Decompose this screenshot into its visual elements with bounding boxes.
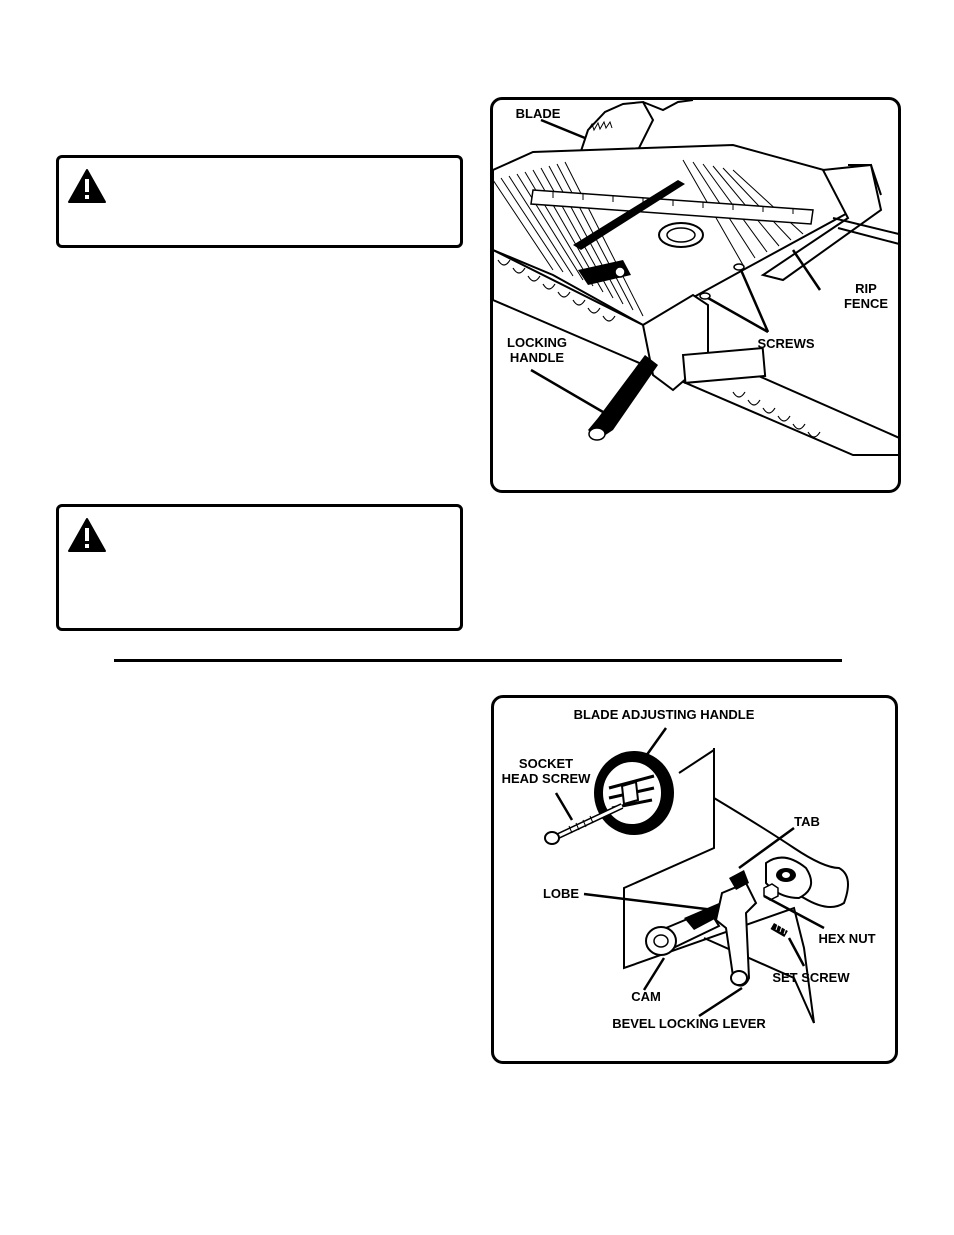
bevel-locking-assembly-illustration xyxy=(544,727,849,1024)
warning-triangle-icon xyxy=(68,169,106,203)
bevel-lock-figure: BLADE ADJUSTING HANDLE SOCKET HEAD SCREW… xyxy=(491,695,898,1064)
hex-nut-label: HEX NUT xyxy=(818,931,876,946)
set-screw-label: SET SCREW xyxy=(772,970,850,985)
bevel-locking-lever-label: BEVEL LOCKING LEVER xyxy=(612,1016,766,1031)
screws-label: SCREWS xyxy=(757,336,815,351)
rip-fence-label: RIP FENCE xyxy=(843,281,889,311)
lobe-label: LOBE xyxy=(542,886,580,901)
locking-handle-label: LOCKING HANDLE xyxy=(507,335,567,365)
warning-box-2 xyxy=(56,504,463,631)
section-divider xyxy=(114,659,842,662)
rip-fence-figure: BLADE RIP FENCE SCREWS LOCKING HANDLE xyxy=(490,97,901,493)
warning-triangle-icon xyxy=(68,518,106,552)
warning-box-1 xyxy=(56,155,463,248)
tab-label: TAB xyxy=(794,814,820,829)
table-saw-rip-fence-illustration xyxy=(493,100,898,456)
cam-label: CAM xyxy=(631,989,661,1004)
blade-adjusting-handle-label: BLADE ADJUSTING HANDLE xyxy=(573,707,755,722)
blade-label: BLADE xyxy=(515,106,561,121)
socket-head-screw-label: SOCKET HEAD SCREW xyxy=(501,756,591,786)
